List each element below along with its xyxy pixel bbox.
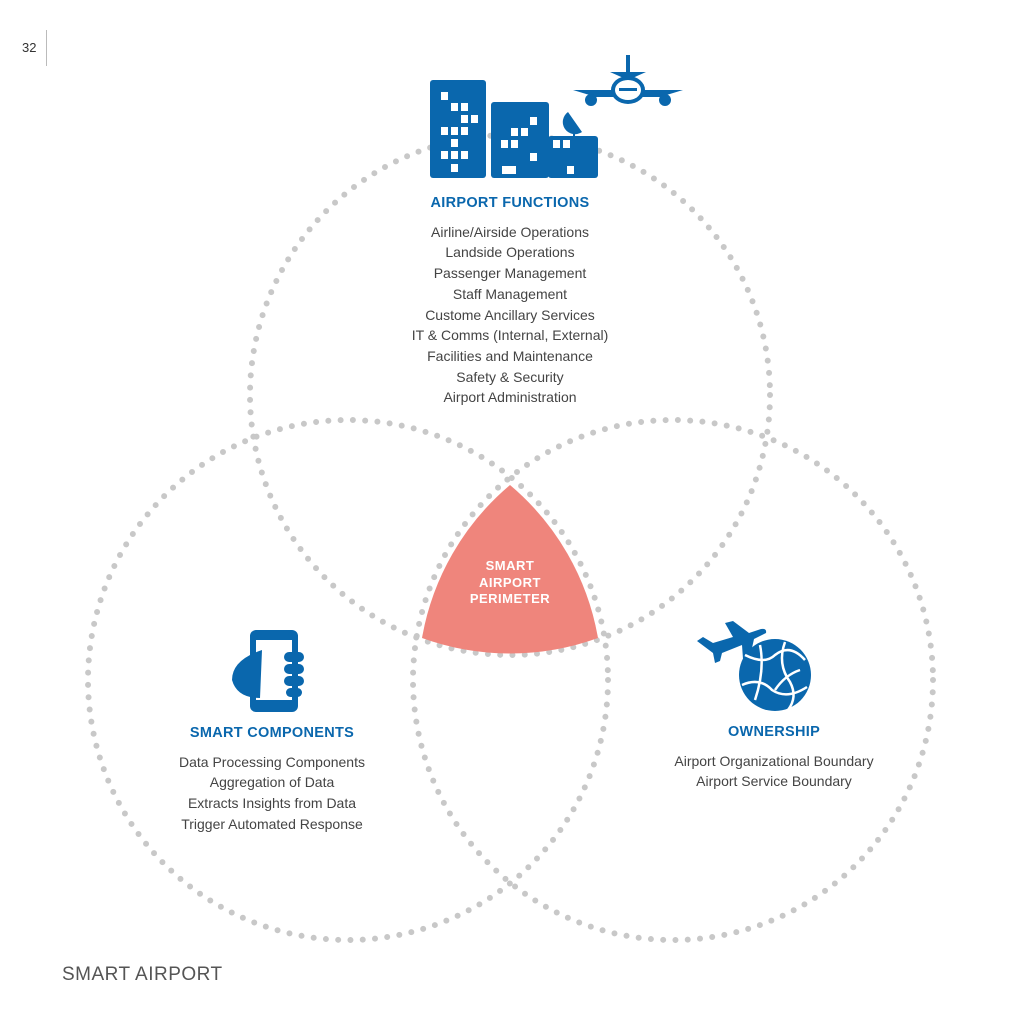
list-item: Airport Service Boundary xyxy=(696,773,852,790)
list-item: Airport Administration xyxy=(443,389,577,406)
ownership-section: OWNERSHIP Airport Organizational Boundar… xyxy=(624,722,924,792)
list-item: Aggregation of Data xyxy=(209,774,335,791)
airport-functions-title: AIRPORT FUNCTIONS xyxy=(430,195,590,211)
center-label-line: SMART xyxy=(485,558,535,573)
list-item: Safety & Security xyxy=(456,368,564,385)
list-item: Data Processing Components xyxy=(179,753,365,770)
circle-ownership xyxy=(410,417,936,943)
list-item: Passenger Management xyxy=(433,265,587,282)
list-item: Landside Operations xyxy=(445,244,575,261)
center-label-line: AIRPORT xyxy=(479,574,541,590)
smart-components-title: SMART COMPONENTS xyxy=(189,725,355,741)
list-item: Staff Management xyxy=(452,285,568,302)
smart-airport-perimeter-label: SMART AIRPORT PERIMETER xyxy=(440,558,580,608)
page-number: 32 xyxy=(22,40,37,55)
center-label-line: PERIMETER xyxy=(469,591,551,606)
smart-airport-perimeter-shape xyxy=(422,485,598,654)
smart-components-section: SMART COMPONENTS Data Processing Compone… xyxy=(122,723,422,835)
list-item: Facilities and Maintenance xyxy=(427,347,593,364)
list-item: Trigger Automated Response xyxy=(181,815,363,832)
circle-airport-functions xyxy=(247,132,773,658)
page-divider xyxy=(46,30,47,66)
list-item: Airline/Airside Operations xyxy=(431,223,589,240)
footer-title: SMART AIRPORT xyxy=(62,964,223,985)
airplane-icon xyxy=(573,55,683,106)
plane-globe-icon xyxy=(697,621,811,711)
ownership-title: OWNERSHIP xyxy=(727,724,821,740)
list-item: Custome Ancillary Services xyxy=(425,306,595,323)
list-item: IT & Comms (Internal, External) xyxy=(411,327,609,344)
list-item: Extracts Insights from Data xyxy=(187,795,357,812)
circle-smart-components xyxy=(85,417,611,943)
buildings-icon xyxy=(430,80,598,178)
phone-in-hand-icon xyxy=(232,630,304,712)
airport-functions-section: AIRPORT FUNCTIONS Airline/Airside Operat… xyxy=(360,193,660,408)
list-item: Airport Organizational Boundary xyxy=(674,752,874,769)
